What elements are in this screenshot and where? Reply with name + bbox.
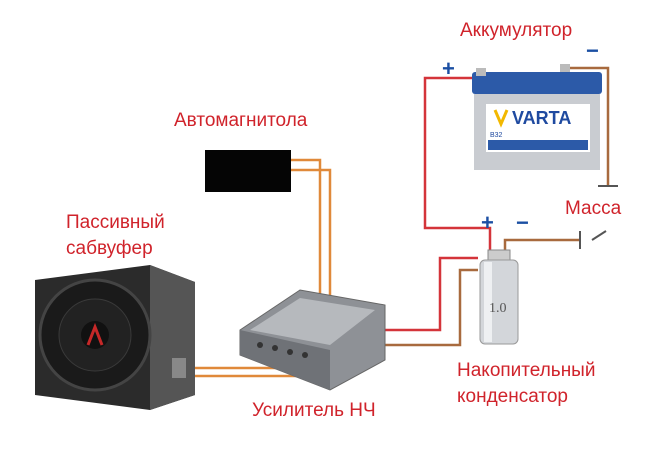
svg-text:1.0: 1.0 bbox=[489, 301, 507, 316]
amplifier-image bbox=[239, 289, 386, 391]
power-wire-capacitor-to-amplifier bbox=[385, 256, 478, 332]
svg-text:VARTA: VARTA bbox=[512, 108, 571, 128]
subwoofer-image bbox=[35, 265, 195, 410]
amplifier-label: Усилитель НЧ bbox=[252, 400, 376, 421]
battery-plus-sign: + bbox=[442, 56, 455, 81]
svg-text:B32: B32 bbox=[490, 132, 503, 139]
battery-image: VARTA B32 bbox=[472, 64, 602, 170]
capacitor-minus-sign: − bbox=[516, 210, 529, 235]
subwoofer-label-line2: сабвуфер bbox=[66, 238, 153, 259]
ground-label: Масса bbox=[565, 198, 622, 219]
capacitor-label-line1: Накопительный bbox=[457, 360, 596, 381]
ground-switch-line bbox=[591, 230, 607, 241]
ground-wire-battery bbox=[565, 66, 610, 186]
battery-label: Аккумулятор bbox=[460, 20, 573, 41]
capacitor-image: 1.0 bbox=[479, 249, 519, 345]
head-unit-image bbox=[205, 150, 291, 192]
subwoofer-label-line1: Пассивный bbox=[66, 212, 165, 233]
capacitor-label-line2: конденсатор bbox=[457, 386, 569, 407]
capacitor-plus-sign: + bbox=[481, 210, 494, 235]
ground-wire-capacitor bbox=[503, 238, 580, 252]
battery-minus-sign: − bbox=[586, 38, 599, 63]
ground-wire-capacitor-to-amplifier bbox=[385, 268, 478, 347]
power-wire-battery-to-capacitor bbox=[423, 76, 492, 252]
head-unit-label: Автомагнитола bbox=[174, 110, 308, 131]
